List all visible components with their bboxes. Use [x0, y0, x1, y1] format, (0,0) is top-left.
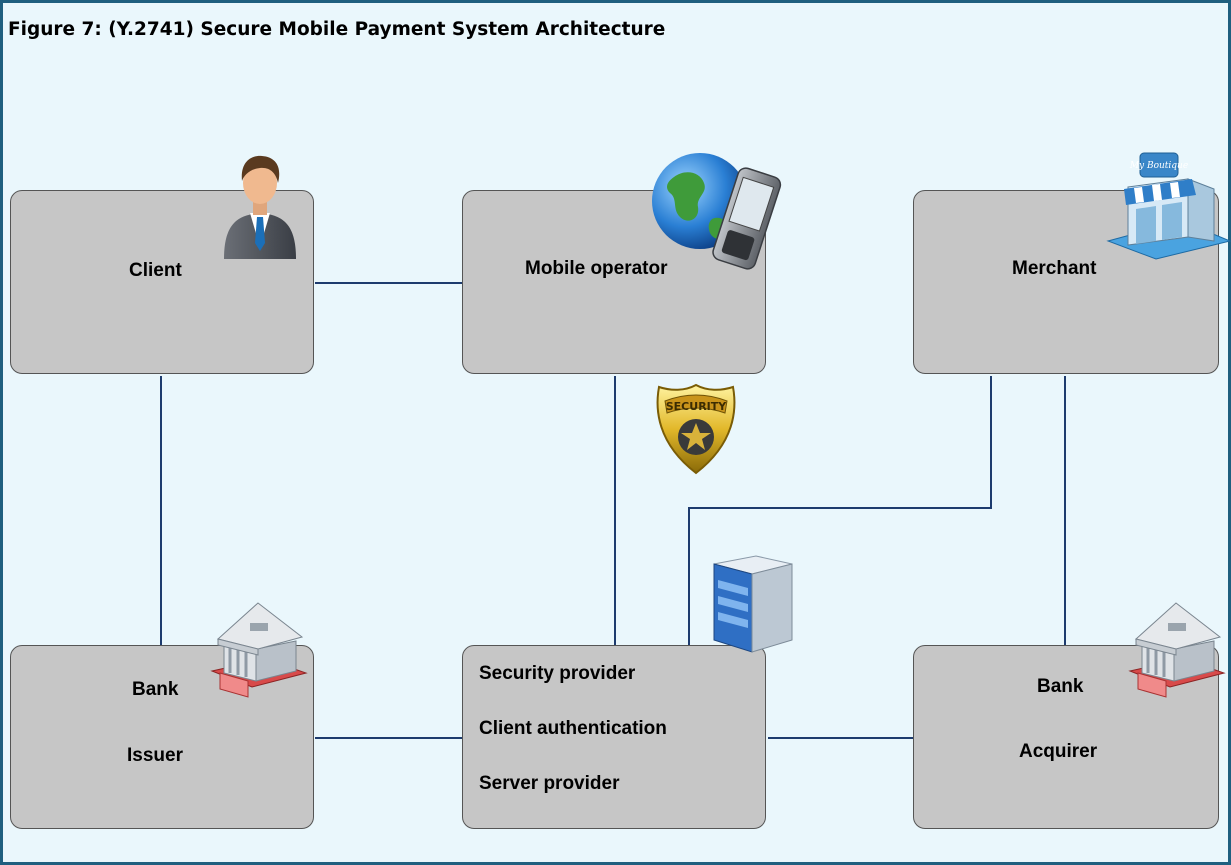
- businessman-icon: [224, 155, 296, 259]
- acquirer-bank-label: Bank: [1037, 676, 1084, 697]
- security-provider-node: Security provider Client authentication …: [462, 645, 766, 829]
- connectors: [160, 282, 1066, 739]
- connector-merchant-security: [688, 376, 992, 648]
- mobile-operator-label: Mobile operator: [525, 258, 668, 279]
- issuer-bank-label: Bank: [132, 679, 179, 700]
- security-badge-icon: SECURITY: [656, 383, 736, 475]
- bank-building-icon: [1128, 602, 1226, 698]
- issuer-label: Issuer: [127, 745, 183, 766]
- client-authentication-label: Client authentication: [479, 718, 667, 739]
- boutique-store-icon: My Boutique: [1106, 152, 1231, 260]
- badge-text: SECURITY: [666, 400, 728, 413]
- globe-phone-icon: [652, 153, 782, 270]
- client-label: Client: [129, 260, 182, 281]
- figure-title: Figure 7: (Y.2741) Secure Mobile Payment…: [8, 19, 666, 40]
- security-provider-label: Security provider: [479, 663, 636, 684]
- server-icon: [713, 555, 793, 653]
- store-sign-text: My Boutique: [1129, 161, 1188, 171]
- server-provider-label: Server provider: [479, 773, 620, 794]
- bank-building-icon: [210, 602, 308, 698]
- acquirer-label: Acquirer: [1019, 741, 1098, 762]
- merchant-label: Merchant: [1012, 258, 1097, 279]
